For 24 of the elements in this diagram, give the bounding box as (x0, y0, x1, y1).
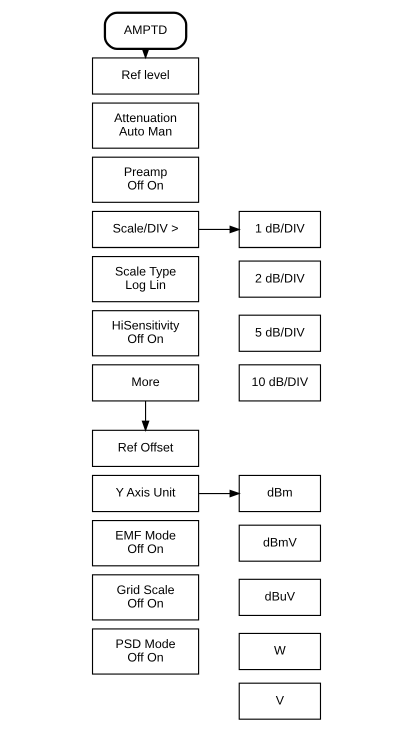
node-box: Y Axis Unit (92, 474, 200, 512)
node-box: HiSensitivity Off On (92, 310, 200, 356)
node-box: Ref Offset (92, 430, 200, 467)
node-box: EMF Mode Off On (92, 520, 200, 566)
arrow (199, 490, 241, 498)
node-box: dBmV (238, 524, 322, 562)
node-box: Attenuation Auto Man (92, 102, 200, 149)
node-box: Grid Scale Off On (92, 574, 200, 620)
node-box: Ref level (92, 57, 200, 95)
node-box: Scale Type Log Lin (92, 256, 200, 302)
node-box: More (92, 364, 200, 402)
node-box: 5 dB/DIV (238, 314, 322, 352)
node-box: PSD Mode Off On (92, 628, 200, 675)
node-box: Preamp Off On (92, 156, 200, 203)
node-box: 2 dB/DIV (238, 260, 322, 298)
arrow (142, 401, 150, 432)
node-box: Scale/DIV > (92, 210, 200, 248)
node-box: W (238, 632, 322, 670)
arrow (199, 225, 241, 234)
node-box: dBuV (238, 578, 322, 616)
node-box: dBm (238, 474, 322, 512)
node-box: 1 dB/DIV (238, 210, 322, 248)
node-box: 10 dB/DIV (238, 364, 322, 402)
node-box: V (238, 682, 322, 720)
